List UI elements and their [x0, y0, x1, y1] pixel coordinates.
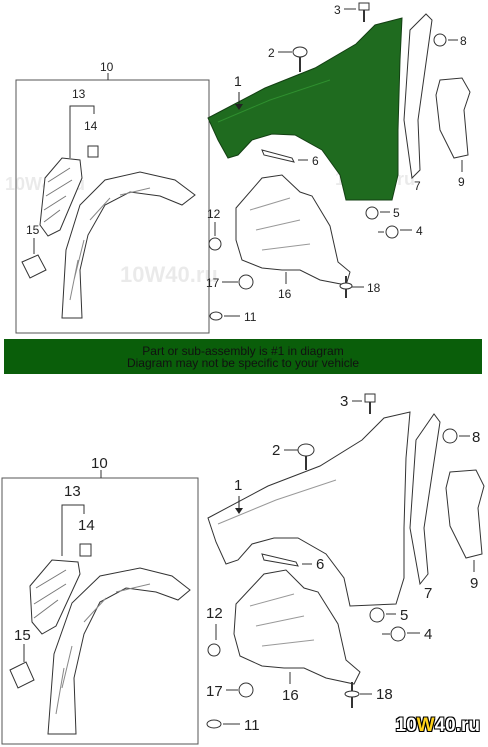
callout-1: 1 [234, 73, 242, 89]
callout-9: 9 [458, 175, 465, 189]
top-diagram-panel: 10W40.ru 10W40.ru 10W40.ru 10 13 14 15 1… [0, 0, 488, 338]
watermark: 10W40.ru [120, 262, 218, 287]
callout-11: 11 [244, 717, 260, 734]
callout-9: 9 [470, 575, 478, 592]
callout-16: 16 [278, 287, 292, 301]
callout-6: 6 [312, 154, 319, 168]
trim-part-6 [261, 149, 295, 163]
bracket-part-15 [9, 661, 35, 689]
callout-8: 8 [472, 429, 480, 446]
callout-13: 13 [64, 483, 81, 500]
callout-17: 17 [206, 683, 223, 700]
callout-5: 5 [393, 206, 400, 220]
banner-line-2: Diagram may not be specific to your vehi… [126, 356, 360, 370]
banner-line-1: Part or sub-assembly is #1 in diagram [142, 344, 344, 358]
callout-6: 6 [316, 556, 324, 573]
top-diagram-svg: 10W40.ru 10W40.ru 10W40.ru 10 13 14 15 1… [5, 2, 471, 334]
bracket-part-9 [435, 77, 471, 159]
callout-15: 15 [14, 627, 31, 644]
site-logo: 10W40.ru [395, 715, 481, 736]
callout-10: 10 [100, 60, 114, 74]
callout-7: 7 [424, 585, 432, 602]
info-banner: Part or sub-assembly is #1 in diagram Di… [4, 339, 482, 374]
callout-17: 17 [206, 276, 220, 290]
splash-shield-part-16 [235, 174, 351, 286]
wheel-arch-liner-part [61, 171, 196, 319]
callout-1: 1 [234, 477, 242, 494]
callout-14: 14 [84, 119, 98, 133]
callout-11: 11 [244, 310, 257, 324]
wheel-arch-liner-part [47, 567, 191, 735]
callout-7: 7 [414, 179, 421, 193]
group-10-box [1, 477, 199, 745]
callout-3: 3 [340, 393, 348, 410]
bracket-part-15 [21, 254, 47, 279]
inner-liner-front-part [29, 559, 81, 635]
callout-12: 12 [207, 207, 221, 221]
callout-12: 12 [206, 605, 223, 622]
callout-16: 16 [282, 687, 299, 704]
callout-18: 18 [367, 281, 381, 295]
bottom-diagram-svg: 10 13 14 15 1 3 2 7 8 9 6 16 12 [1, 393, 485, 745]
callout-18: 18 [376, 686, 393, 703]
clip-part-14 [79, 543, 92, 557]
splash-shield-part-16 [233, 569, 361, 685]
group-10-box [15, 79, 210, 334]
clip-part-14 [87, 145, 99, 158]
callout-4: 4 [424, 626, 432, 643]
front-fender-part-1 [207, 17, 403, 201]
callout-2: 2 [268, 46, 275, 60]
callout-4: 4 [416, 224, 423, 238]
bracket-part-9 [445, 469, 485, 559]
callout-13: 13 [72, 87, 86, 101]
inner-liner-front-part [39, 157, 83, 237]
callout-2: 2 [272, 442, 280, 459]
trim-part-6 [261, 553, 299, 567]
seal-strip-part-7 [409, 413, 441, 586]
callout-8: 8 [460, 34, 467, 48]
front-fender-part-1 [207, 411, 411, 607]
callout-10: 10 [91, 455, 108, 472]
callout-5: 5 [400, 607, 408, 624]
bottom-diagram-panel: 10 13 14 15 1 3 2 7 8 9 6 16 12 [0, 378, 488, 747]
callout-3: 3 [334, 3, 341, 17]
callout-15: 15 [26, 223, 40, 237]
seal-strip-part-7 [403, 13, 433, 180]
callout-14: 14 [78, 517, 95, 534]
